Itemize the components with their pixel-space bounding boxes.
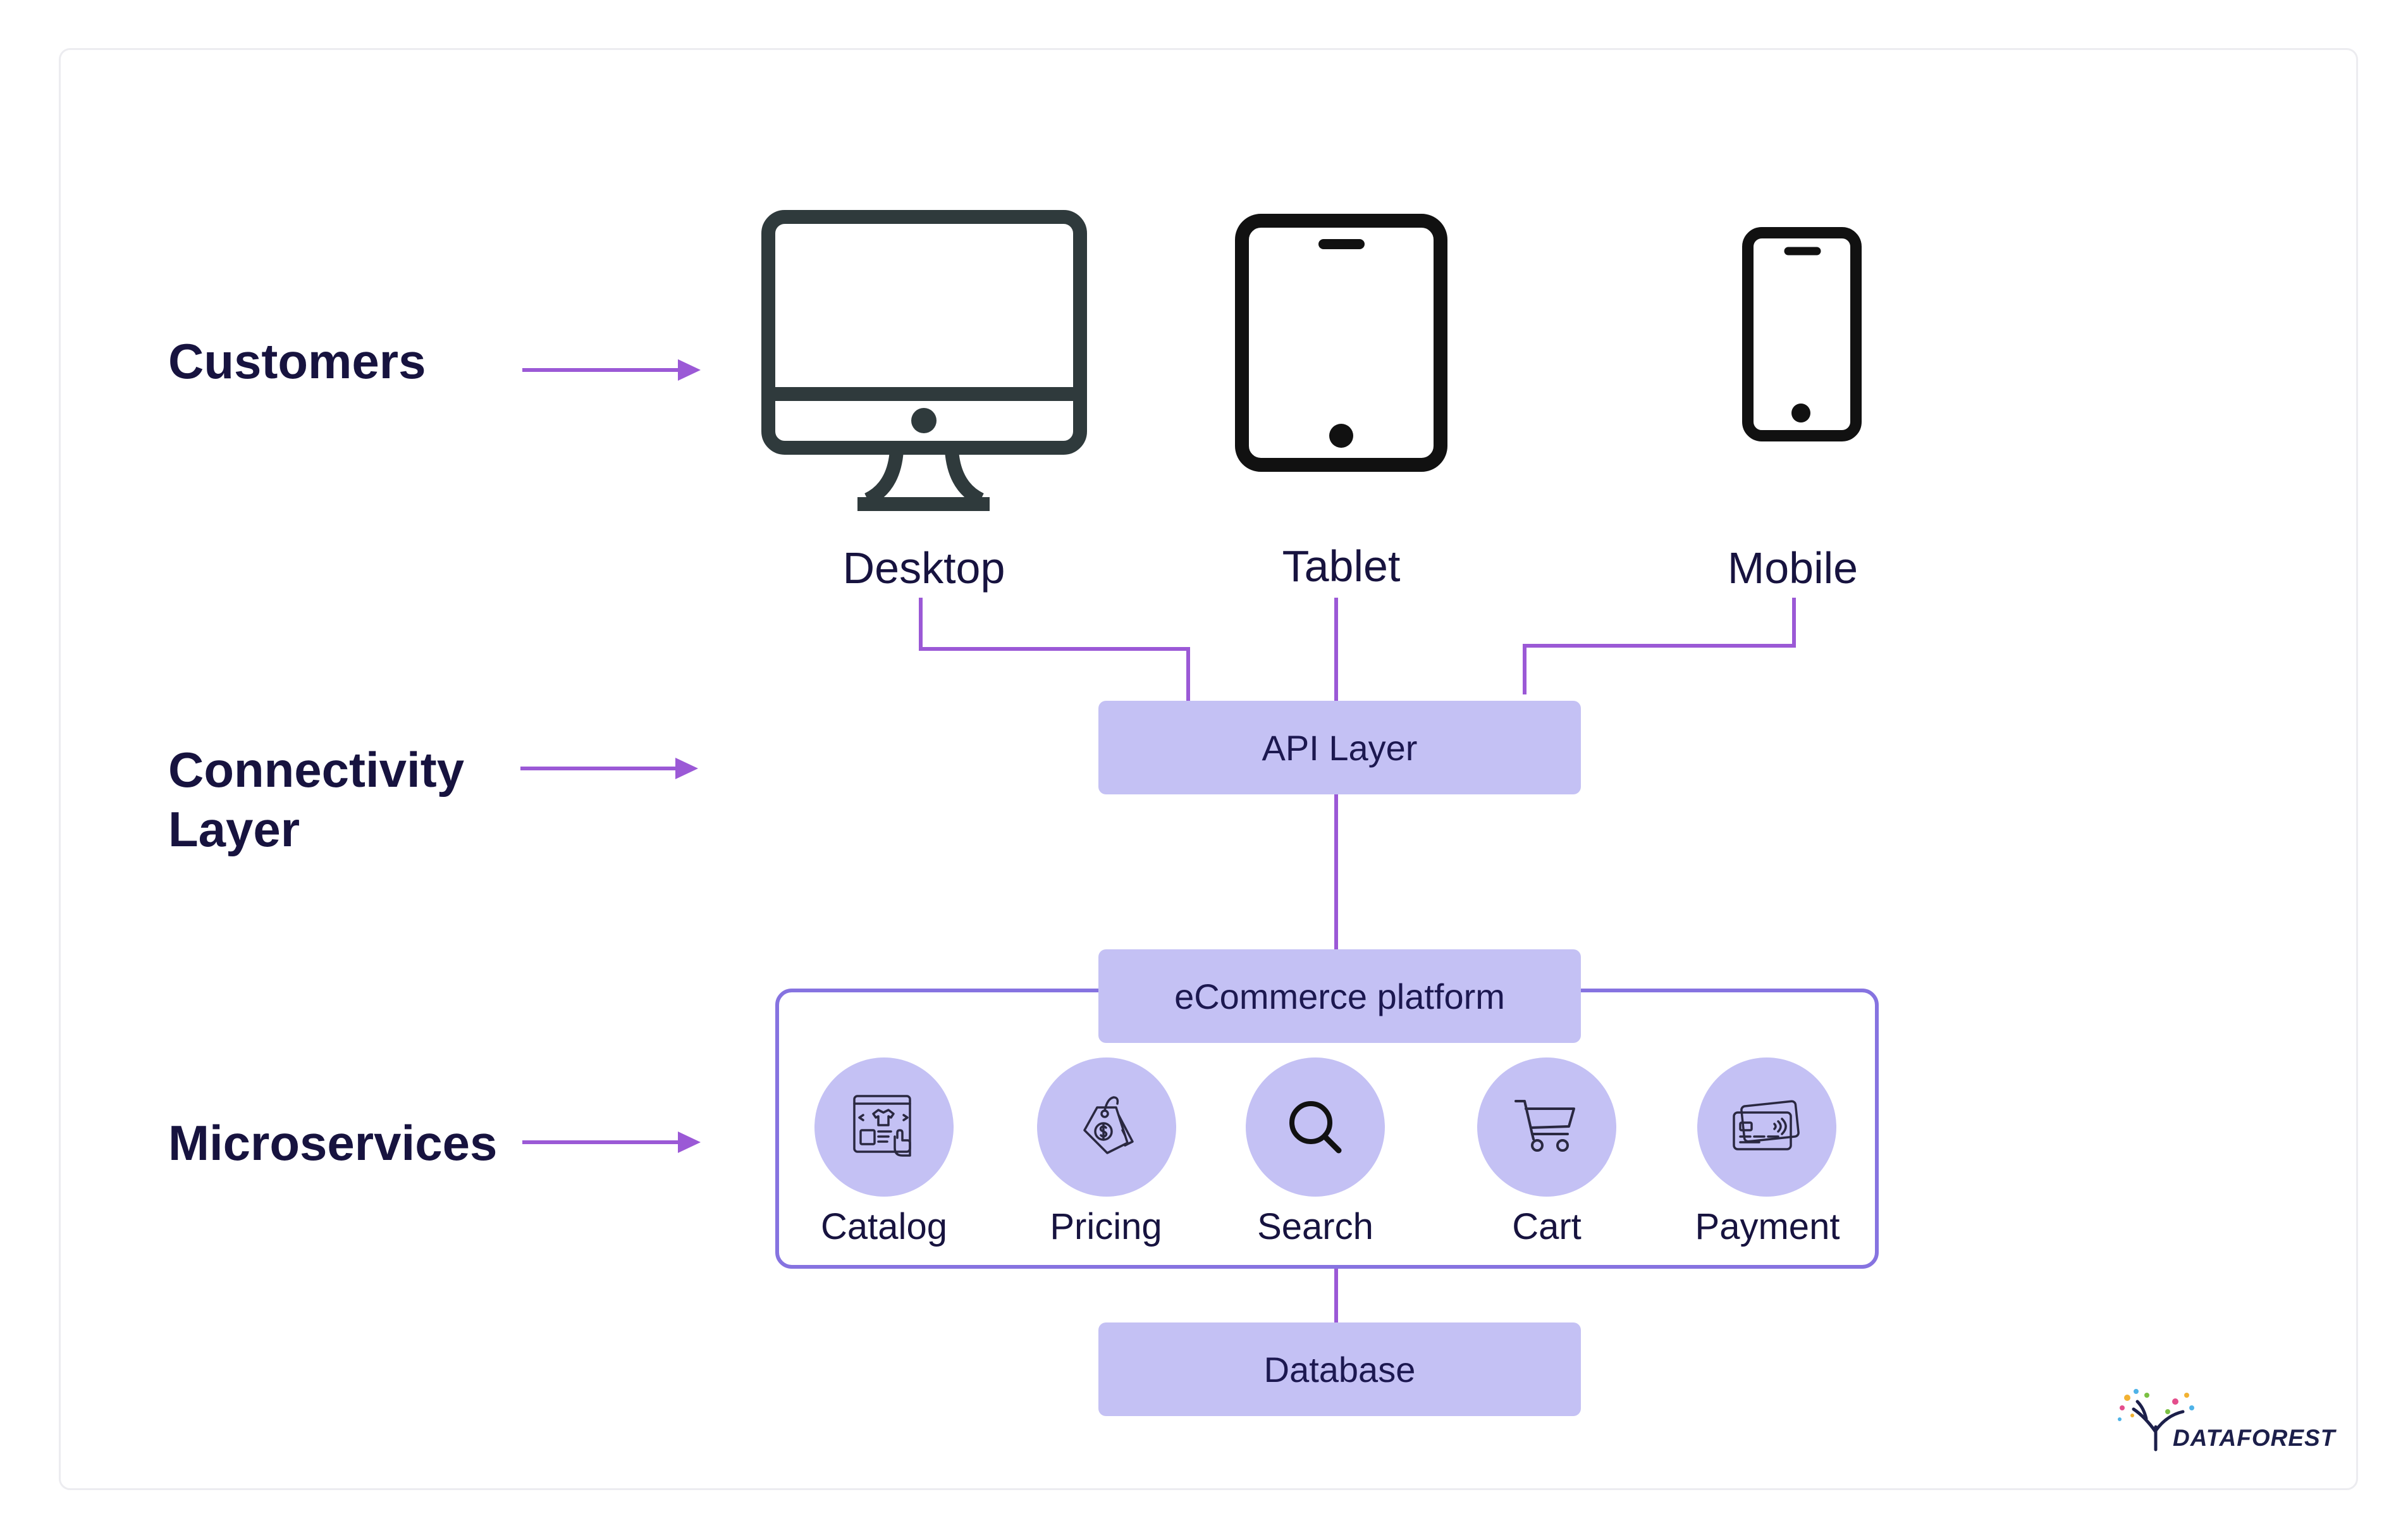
service-label-search: Search	[1257, 1206, 1373, 1247]
device-label-desktop: Desktop	[842, 543, 1005, 593]
microservices-arrow	[522, 1131, 701, 1153]
payment-circle	[1697, 1057, 1836, 1197]
layer-label-connectivity: Connectivity Layer	[168, 742, 465, 857]
service-label-pricing: Pricing	[1050, 1206, 1162, 1247]
pricing-circle	[1037, 1057, 1176, 1197]
dataforest-logo-text: DATAFOREST	[2173, 1425, 2336, 1451]
connectivity-arrow	[520, 758, 698, 779]
payment-card-icon	[1733, 1100, 1800, 1150]
device-connectors	[919, 598, 1796, 702]
dataforest-logo-mark	[2118, 1389, 2194, 1452]
api-layer-box: API Layer	[1098, 701, 1581, 794]
desktop-icon	[761, 210, 1087, 511]
cart-icon	[1514, 1100, 1575, 1152]
ecommerce-platform-box: eCommerce platform	[1098, 949, 1581, 1043]
search-icon	[1289, 1101, 1342, 1154]
catalog-circle	[814, 1057, 954, 1197]
api-layer-label: API Layer	[1262, 727, 1418, 768]
device-label-tablet: Tablet	[1282, 541, 1401, 591]
cart-circle	[1477, 1057, 1616, 1197]
ecommerce-platform-label: eCommerce platform	[1174, 976, 1505, 1016]
layer-label-customers: Customers	[168, 333, 426, 389]
database-label: Database	[1263, 1349, 1416, 1390]
mobile-icon	[1742, 227, 1862, 441]
customers-arrow	[522, 359, 701, 381]
search-circle	[1246, 1057, 1385, 1197]
device-label-mobile: Mobile	[1727, 543, 1858, 593]
desktop-icon-dot	[911, 408, 937, 433]
service-label-catalog: Catalog	[821, 1206, 947, 1247]
service-label-payment: Payment	[1695, 1206, 1840, 1247]
catalog-icon	[853, 1095, 911, 1157]
database-box: Database	[1098, 1322, 1581, 1416]
tablet-icon	[1235, 214, 1447, 472]
service-label-cart: Cart	[1512, 1206, 1582, 1247]
layer-label-microservices: Microservices	[168, 1115, 498, 1171]
pricing-tag-icon	[1083, 1096, 1134, 1154]
